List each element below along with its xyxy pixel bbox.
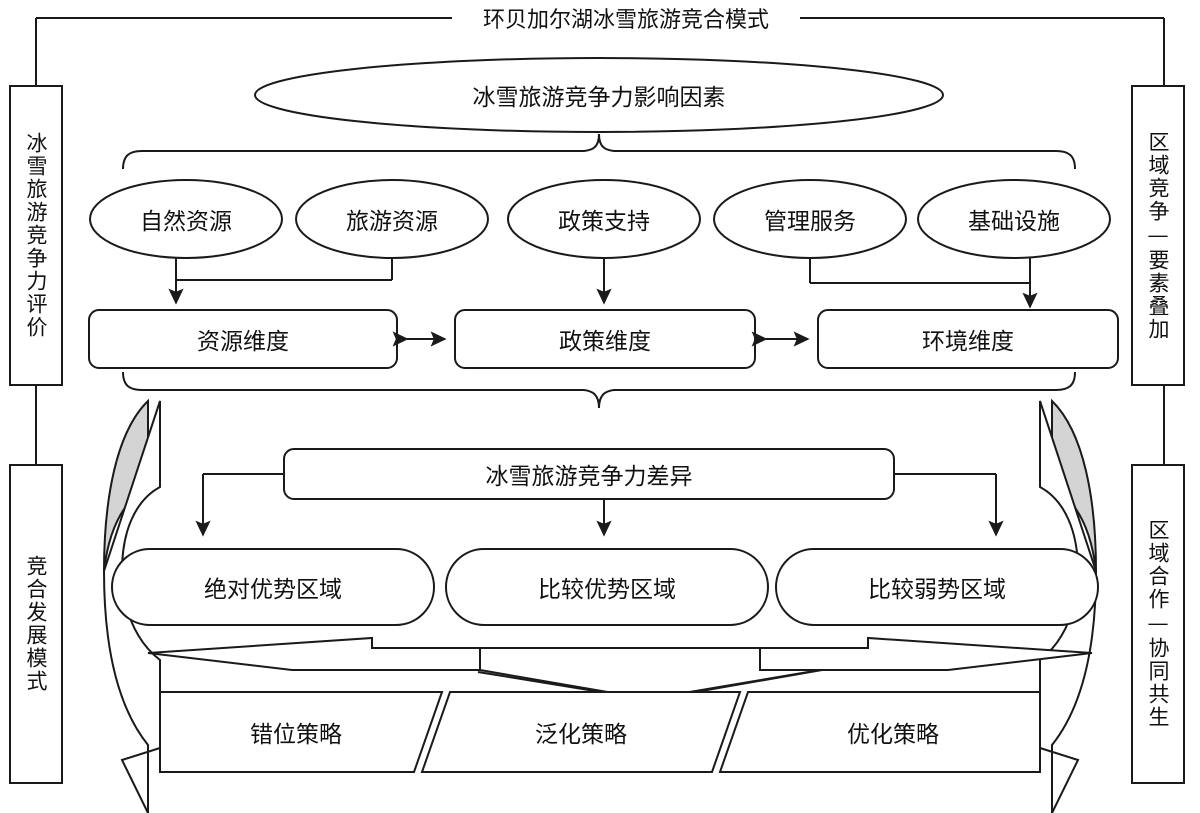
strategy-shape-0 bbox=[159, 691, 444, 773]
dimension-boxes bbox=[88, 309, 1119, 369]
difference-to-region-connectors bbox=[195, 473, 1004, 537]
sidebar-right-top-box bbox=[1131, 85, 1185, 386]
dimension-box-0 bbox=[88, 309, 398, 369]
strategy-shape-1 bbox=[420, 691, 742, 773]
sidebar-left-bottom-box bbox=[9, 464, 63, 784]
brace-top-to-factors bbox=[122, 133, 1076, 170]
strategy-shapes bbox=[159, 691, 1041, 773]
curved-arrow-right-gray bbox=[1039, 398, 1098, 813]
factor-ellipse-2 bbox=[507, 179, 701, 259]
region-box-2 bbox=[775, 548, 1099, 626]
brace-dimensions-to-difference bbox=[122, 371, 1076, 409]
factor-ellipse-1 bbox=[295, 179, 489, 259]
top-node-ellipse bbox=[254, 57, 944, 133]
region-box-0 bbox=[111, 548, 435, 626]
dimension-box-2 bbox=[817, 309, 1119, 369]
three-way-arrow bbox=[147, 636, 1093, 702]
curved-arrow-left-gray bbox=[102, 398, 161, 813]
factor-ellipses bbox=[89, 179, 1111, 259]
difference-box bbox=[283, 448, 895, 500]
factor-ellipse-4 bbox=[917, 179, 1111, 259]
region-box-1 bbox=[445, 548, 769, 626]
strategy-shape-2 bbox=[718, 691, 1041, 773]
dimension-box-1 bbox=[454, 309, 756, 369]
sidebar-left-top-box bbox=[9, 85, 63, 386]
factor-ellipse-0 bbox=[89, 179, 283, 259]
outer-frame bbox=[35, 17, 1165, 465]
sidebar-right-bottom-box bbox=[1131, 464, 1185, 784]
factor-ellipse-3 bbox=[713, 179, 907, 259]
region-boxes bbox=[111, 548, 1099, 626]
factor-to-dimension-connectors bbox=[168, 257, 1038, 309]
sidebar-boxes bbox=[9, 85, 1185, 784]
